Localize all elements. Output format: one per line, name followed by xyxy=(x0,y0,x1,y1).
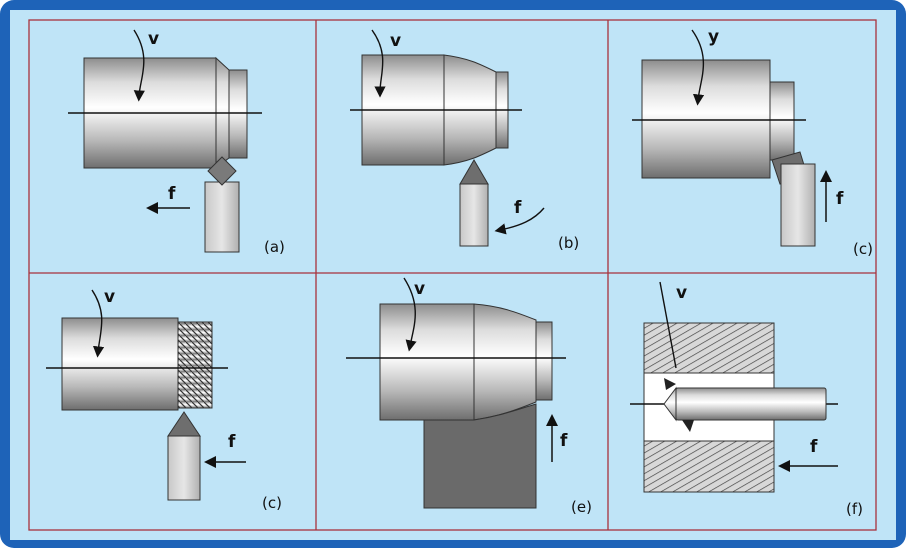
velocity-label: y xyxy=(708,27,719,47)
rotation-arrow xyxy=(371,29,386,98)
workpiece-shoulder xyxy=(228,69,248,159)
operation-d: v f (c) xyxy=(46,287,282,512)
caption-e: (e) xyxy=(571,498,592,516)
tool-shank xyxy=(780,163,816,247)
boring-bar-tip xyxy=(663,386,677,422)
workpiece-taper xyxy=(473,303,537,421)
threaded-section xyxy=(177,321,213,409)
caption-a: (a) xyxy=(264,238,285,256)
velocity-label: v xyxy=(148,29,159,49)
feed-label: f xyxy=(810,437,818,457)
workpiece-lower-section xyxy=(643,440,775,493)
feed-label: f xyxy=(514,198,522,218)
operation-b: v f (b) xyxy=(350,29,579,252)
caption-f: (f) xyxy=(846,500,863,518)
tool-shank xyxy=(459,183,489,247)
tool-tip xyxy=(167,411,201,437)
tool-insert-upper xyxy=(664,378,676,390)
caption-d: (c) xyxy=(262,494,282,512)
workpiece-upper-section xyxy=(643,322,775,374)
boring-bar xyxy=(675,387,827,421)
workpiece-cylinder xyxy=(61,317,179,411)
workpiece-cylinder xyxy=(379,303,475,421)
workpiece-shoulder xyxy=(769,81,795,161)
workpiece-shoulder xyxy=(535,321,553,401)
velocity-label: v xyxy=(104,287,115,307)
feed-label: f xyxy=(836,189,844,209)
tool-insert xyxy=(207,156,237,186)
rotation-arrow xyxy=(403,277,417,352)
feed-label: f xyxy=(228,432,236,452)
tool-insert xyxy=(682,420,694,432)
workpiece-cylinder xyxy=(641,59,771,179)
velocity-label: v xyxy=(390,31,401,51)
operation-f: v f (f) xyxy=(630,281,863,518)
form-tool xyxy=(423,403,537,509)
velocity-label: v xyxy=(414,279,425,299)
operation-e: v f (e) xyxy=(346,277,592,516)
feed-arrow xyxy=(494,207,545,235)
caption-c: (c) xyxy=(853,240,873,258)
velocity-label: v xyxy=(676,283,687,303)
rotation-arrow xyxy=(91,289,105,358)
rotation-marker xyxy=(659,281,677,369)
feed-label: f xyxy=(560,431,568,451)
grid-lines xyxy=(28,19,877,531)
caption-b: (b) xyxy=(558,234,579,252)
tool-shank xyxy=(204,181,240,253)
tool-shank xyxy=(167,435,201,501)
rotation-arrow xyxy=(691,29,705,106)
operation-c: y f (c) xyxy=(632,27,873,258)
operation-a: v f (a) xyxy=(68,29,285,256)
rotation-arrow xyxy=(133,29,145,102)
tool-tip xyxy=(459,159,489,185)
feed-label: f xyxy=(168,184,176,204)
